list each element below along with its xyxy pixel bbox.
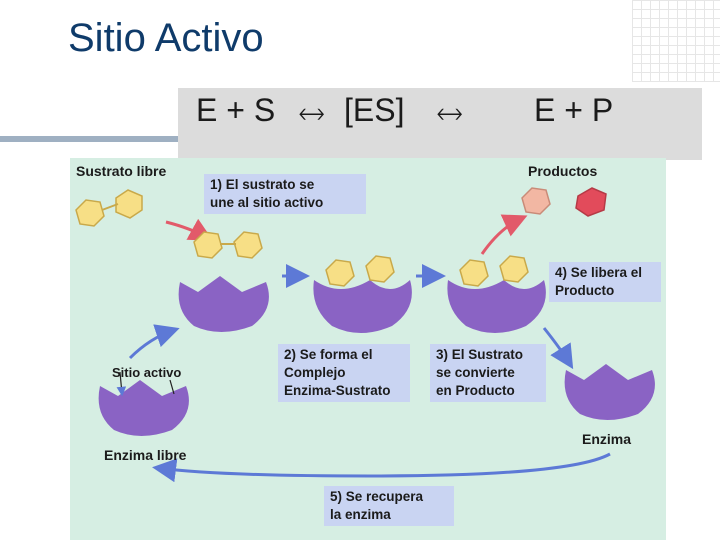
arrow-to-free-enzyme <box>542 327 574 370</box>
label-free-substrate: Sustrato libre <box>76 163 167 179</box>
arrow-recover-enzyme <box>152 452 611 483</box>
equilibrium-arrow-2: 🡘 <box>436 99 464 129</box>
free-substrate-molecule <box>75 189 143 227</box>
substrate-binding <box>193 231 263 259</box>
active-site-pointer-2 <box>169 379 175 395</box>
step-1-box: 1) El sustrato se une al sitio activo <box>204 174 366 214</box>
label-active-site: Sitio activo <box>112 365 182 380</box>
page-title: Sitio Activo <box>68 16 264 60</box>
enzyme-cycle-diagram <box>75 187 655 483</box>
enzyme-substrate-complex <box>313 255 412 333</box>
enzyme-shape-1 <box>178 276 269 332</box>
product-molecule-red <box>575 187 607 217</box>
decorative-grid <box>632 0 720 82</box>
enzyme-product-complex <box>447 255 546 333</box>
equilibrium-arrow-1: 🡘 <box>298 99 326 129</box>
equation-products: E + P <box>534 92 614 128</box>
enzyme-shape-right <box>564 364 655 420</box>
label-products: Productos <box>528 163 598 179</box>
enzyme-shape-left <box>98 380 189 436</box>
label-free-enzyme: Enzima libre <box>104 447 187 463</box>
step-3-box: 3) El Sustrato se convierte en Producto <box>430 344 546 402</box>
arrow-to-binding <box>128 324 180 360</box>
equation-complex: [ES] <box>344 92 405 128</box>
step-4-box: 4) Se libera el Producto <box>549 262 661 302</box>
product-molecule-pink <box>521 187 551 215</box>
equation-box <box>178 88 702 160</box>
step-5-box: 5) Se recupera la enzima <box>324 486 454 526</box>
decorative-line <box>0 136 185 142</box>
label-enzyme: Enzima <box>582 431 632 447</box>
step-2-box: 2) Se forma el Complejo Enzima-Sustrato <box>278 344 410 402</box>
arrow-release-products <box>480 214 528 255</box>
equation-reactants: E + S <box>196 92 276 128</box>
active-site-pointer-1 <box>116 371 127 397</box>
